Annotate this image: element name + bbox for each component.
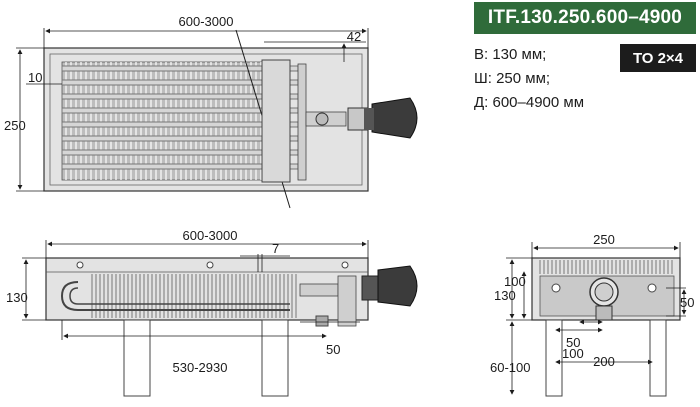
top-view: 600-3000 42 250 10 bbox=[4, 14, 418, 209]
leg-height-label: 60-100 bbox=[490, 360, 530, 375]
side-view: 600-3000 7 130 530-2930 50 bbox=[6, 228, 418, 397]
end-view: 250 130 100 60-100 50 50 100 200 bbox=[490, 232, 694, 397]
model-code-badge: ITF.130.250.600–4900 bbox=[474, 2, 696, 34]
side-thermostat-head-icon bbox=[377, 265, 418, 307]
thermostat-head-icon bbox=[371, 97, 418, 139]
support-leg bbox=[261, 319, 289, 397]
top-length-label: 600-3000 bbox=[179, 14, 234, 29]
end-width-label: 250 bbox=[593, 232, 615, 247]
connection-offset-a-label: 50 bbox=[566, 335, 580, 350]
connection-span-label: 200 bbox=[593, 354, 615, 369]
side-height-label: 130 bbox=[6, 290, 28, 305]
end-height-label: 130 bbox=[494, 288, 516, 303]
type-tag: ТО 2×4 bbox=[620, 44, 696, 72]
manifold bbox=[261, 59, 291, 183]
top-width-label: 250 bbox=[4, 118, 26, 133]
edge-gap-label: 10 bbox=[28, 70, 42, 85]
valve-offset-label: 50 bbox=[326, 342, 340, 357]
side-length-label: 600-3000 bbox=[183, 228, 238, 243]
support-leg bbox=[123, 319, 151, 397]
connection-offset-b-label: 100 bbox=[562, 346, 584, 361]
spec-height: В: 130 мм; bbox=[474, 46, 547, 63]
leg-span-label: 530-2930 bbox=[173, 360, 228, 375]
grille-gap-label: 7 bbox=[272, 241, 279, 256]
spec-width: Ш: 250 мм; bbox=[474, 70, 551, 87]
spec-length: Д: 600–4900 мм bbox=[474, 94, 585, 111]
connection-right-label: 50 bbox=[680, 295, 694, 310]
pipe-offset-label: 42 bbox=[347, 29, 361, 44]
end-inner-height-label: 100 bbox=[504, 274, 526, 289]
